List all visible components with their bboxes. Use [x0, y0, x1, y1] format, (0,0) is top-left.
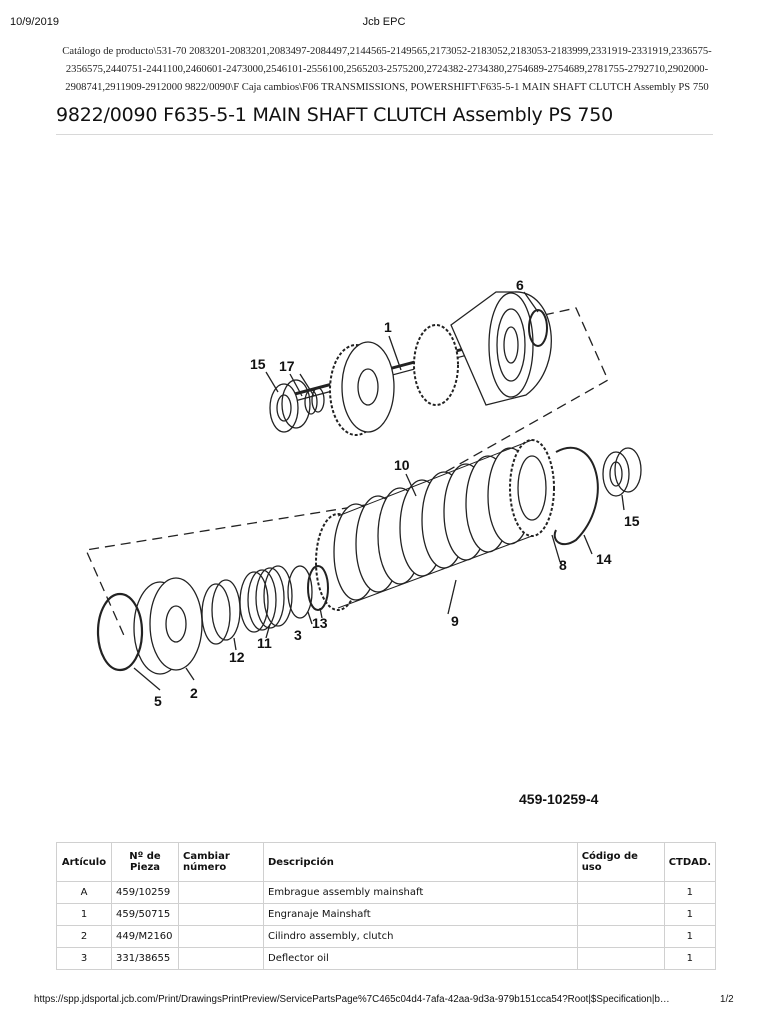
- col-pieza: Nº de Pieza: [111, 842, 179, 882]
- parts-table: Artículo Nº de Pieza Cambiar número Desc…: [56, 842, 717, 970]
- cell-descripcion: Embrague assembly mainshaft: [263, 881, 578, 904]
- callout-9[interactable]: 9: [451, 613, 459, 629]
- callout-11[interactable]: 11: [257, 635, 272, 651]
- callout-15-left[interactable]: 15: [250, 356, 266, 372]
- col-cantidad: CTDAD.: [663, 842, 717, 882]
- callout-1[interactable]: 1: [384, 319, 392, 335]
- table-row[interactable]: 1 459/50715 Engranaje Mainshaft 1: [56, 903, 717, 926]
- cell-cantidad: 1: [663, 925, 717, 948]
- cell-cantidad: 1: [663, 903, 717, 926]
- cell-pieza: 459/50715: [111, 903, 179, 926]
- callout-14[interactable]: 14: [596, 551, 612, 567]
- cell-articulo: 2: [56, 925, 112, 948]
- print-date: 10/9/2019: [10, 16, 59, 28]
- cell-articulo: 3: [56, 947, 112, 970]
- cell-pieza: 449/M2160: [111, 925, 179, 948]
- cell-codigo: [576, 903, 665, 926]
- col-cambiar: Cambiar número: [178, 842, 264, 882]
- callout-17[interactable]: 17: [279, 358, 295, 374]
- cell-descripcion: Cilindro assembly, clutch: [263, 925, 578, 948]
- drawing-code: 459-10259-4: [519, 791, 599, 807]
- cell-codigo: [576, 881, 665, 904]
- cell-codigo: [576, 925, 665, 948]
- callout-12[interactable]: 12: [229, 649, 245, 665]
- table-row[interactable]: A 459/10259 Embrague assembly mainshaft …: [56, 881, 717, 904]
- callout-10[interactable]: 10: [394, 457, 410, 473]
- cell-codigo: [576, 947, 665, 970]
- footer-url: https://spp.jdsportal.jcb.com/Print/Draw…: [34, 994, 670, 1005]
- cell-cambiar: [178, 903, 264, 926]
- col-codigo: Código de uso: [576, 842, 665, 882]
- cell-cantidad: 1: [663, 947, 717, 970]
- callout-5[interactable]: 5: [154, 693, 162, 709]
- callout-2[interactable]: 2: [190, 685, 198, 701]
- title-divider: [56, 134, 713, 135]
- envelope-line: [85, 307, 609, 641]
- page-number: 1/2: [720, 994, 734, 1005]
- callout-6[interactable]: 6: [516, 277, 524, 293]
- col-articulo: Artículo: [56, 842, 112, 882]
- cell-pieza: 331/38655: [111, 947, 179, 970]
- cell-cambiar: [178, 947, 264, 970]
- callout-15-right[interactable]: 15: [624, 513, 640, 529]
- breadcrumb[interactable]: Catálogo de producto\531-70 2083201-2083…: [62, 46, 712, 93]
- cell-cantidad: 1: [663, 881, 717, 904]
- callout-13[interactable]: 13: [312, 615, 328, 631]
- exploded-parts-drawing: 1 2 3 5 6 8 9 10 11 12 13 14 15 15 17: [85, 277, 642, 709]
- page-title: 9822/0090 F635-5-1 MAIN SHAFT CLUTCH Ass…: [56, 104, 614, 126]
- cell-cambiar: [178, 925, 264, 948]
- cell-articulo: 1: [56, 903, 112, 926]
- cell-descripcion: Engranaje Mainshaft: [263, 903, 578, 926]
- callout-3[interactable]: 3: [294, 627, 302, 643]
- cell-cambiar: [178, 881, 264, 904]
- col-descripcion: Descripción: [263, 842, 578, 882]
- callout-8[interactable]: 8: [559, 557, 567, 573]
- table-row[interactable]: 3 331/38655 Deflector oil 1: [56, 947, 717, 970]
- parts-table-header: Artículo Nº de Pieza Cambiar número Desc…: [56, 842, 717, 882]
- cell-descripcion: Deflector oil: [263, 947, 578, 970]
- table-row[interactable]: 2 449/M2160 Cilindro assembly, clutch 1: [56, 925, 717, 948]
- app-title: Jcb EPC: [362, 16, 406, 28]
- cell-pieza: 459/10259: [111, 881, 179, 904]
- cell-articulo: A: [56, 881, 112, 904]
